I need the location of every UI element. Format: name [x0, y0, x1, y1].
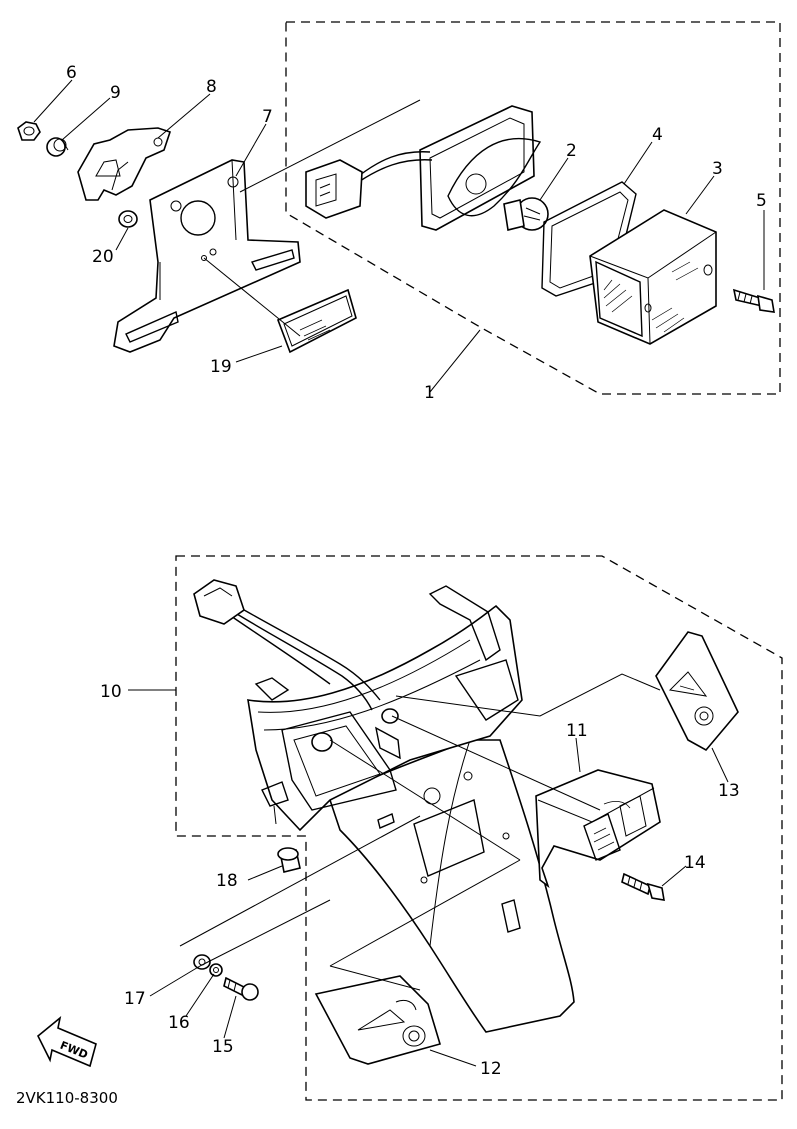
fwd-arrow-icon: FWD — [36, 1015, 97, 1068]
label-8: 8 — [206, 77, 217, 97]
fender-assembly-outline-dashed — [175, 555, 783, 1101]
label-15: 15 — [212, 1037, 234, 1057]
label-3: 3 — [712, 159, 723, 179]
label-4: 4 — [652, 125, 663, 145]
label-17: 17 — [124, 989, 146, 1009]
label-10: 10 — [100, 682, 122, 702]
leader-lines-top — [33, 79, 765, 393]
grommet-part — [277, 847, 301, 873]
label-9: 9 — [110, 83, 121, 103]
label-18: 18 — [216, 871, 238, 891]
tail-frame-housing — [193, 579, 523, 832]
label-19: 19 — [210, 357, 232, 377]
label-13: 13 — [718, 781, 740, 801]
bulb-part — [503, 197, 549, 231]
reflector-cover-right — [655, 631, 739, 752]
label-7: 7 — [262, 107, 273, 127]
small-bracket-plate — [77, 127, 172, 201]
reflector-cover-lower — [314, 975, 442, 1065]
label-6: 6 — [66, 63, 77, 83]
label-11: 11 — [566, 721, 588, 741]
label-1: 1 — [424, 383, 435, 403]
label-20: 20 — [92, 247, 114, 267]
screw-part-14 — [621, 872, 665, 901]
label-14: 14 — [684, 853, 706, 873]
spring-washer-part-16 — [209, 963, 223, 977]
license-plate-bracket — [113, 159, 301, 353]
screw-part-top — [732, 288, 775, 313]
leader-lines-bottom — [128, 673, 729, 1067]
nut-part — [17, 121, 41, 141]
license-light-assembly-bottom: FWD 10 11 13 14 18 17 16 15 — [36, 555, 783, 1101]
reflector-part — [276, 288, 357, 354]
lens-part — [589, 209, 717, 345]
label-5: 5 — [756, 191, 767, 211]
collar-part — [46, 137, 69, 157]
bolt-part-15 — [223, 976, 259, 1001]
tail-light-housing — [305, 105, 542, 231]
license-light-lens — [535, 769, 661, 889]
washer-nut-part — [118, 210, 138, 228]
label-12: 12 — [480, 1059, 502, 1079]
label-16: 16 — [168, 1013, 190, 1033]
label-2: 2 — [566, 141, 577, 161]
tail-light-assembly-top: 6 9 8 7 20 19 2 4 3 5 1 — [17, 21, 781, 403]
diagram-code: 2VK110-8300 — [16, 1089, 118, 1107]
